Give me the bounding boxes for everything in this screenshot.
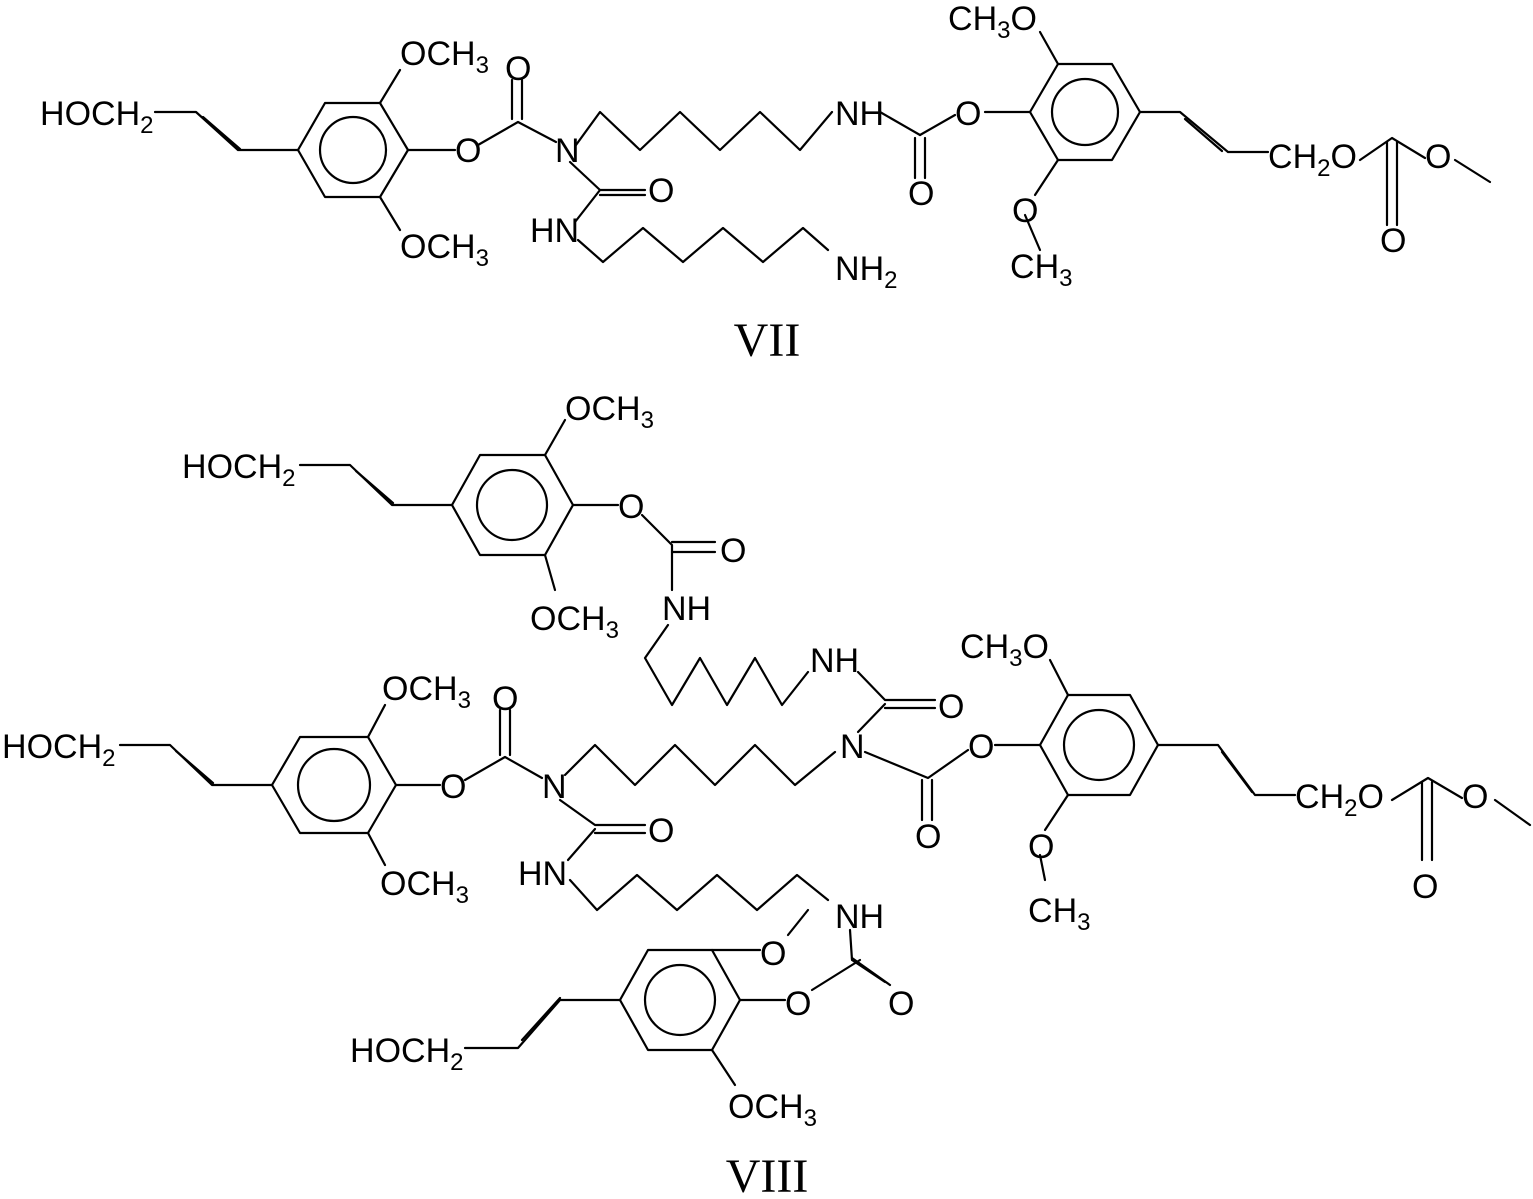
viii-bot-methoxy-o-label: O — [760, 935, 786, 973]
compound-viii: OCH3 HOCH2 O O OCH3 NH NH O OCH3 HOCH2 O… — [2, 390, 1532, 1199]
viii-ch3o-right-label: CH3O — [960, 628, 1049, 672]
viii-ester-o-right-label: O — [968, 728, 994, 766]
viii-left-ome1-label: OCH3 — [382, 670, 471, 714]
viii-top-hoch2-label: HOCH2 — [182, 448, 296, 492]
viii-hn-label: HN — [518, 855, 567, 893]
vii-ch3-right-bottom-label: CH3 — [1010, 248, 1072, 292]
viii-top-ome1-label: OCH3 — [565, 390, 654, 434]
viii-bot-ester-o-label: O — [785, 985, 811, 1023]
viii-carbonate-dbl-o-label: O — [1412, 868, 1438, 906]
viii-top-ester-o-label: O — [618, 488, 644, 526]
viii-bot-ome-label: OCH3 — [728, 1088, 817, 1132]
vii-nh2-label: NH2 — [835, 250, 897, 294]
viii-bot-hoch2-label: HOCH2 — [350, 1032, 464, 1076]
viii-left-ester-o-label: O — [440, 768, 466, 806]
vii-ome-bottom-label: OCH3 — [400, 228, 489, 272]
vii-ester-o-label: O — [455, 132, 481, 170]
viii-ch3-right-bottom-label: CH3 — [1028, 892, 1090, 936]
vii-ch2o-label: CH2O — [1268, 138, 1357, 182]
viii-o-upper-label: O — [938, 688, 964, 726]
viii-caption: VIII — [726, 1150, 809, 1199]
viii-n-left-label: N — [542, 768, 567, 806]
vii-urea-o-label: O — [648, 172, 674, 210]
viii-top-carbonyl-o-label: O — [720, 532, 746, 570]
vii-n-label: N — [555, 132, 580, 170]
viii-urea-o-label: O — [648, 812, 674, 850]
viii-top-nh-label: NH — [662, 590, 711, 628]
viii-ch2o-label: CH2O — [1295, 778, 1384, 822]
vii-ester-o2-label: O — [955, 95, 981, 133]
vii-caption: VII — [734, 314, 801, 367]
vii-hn-label: HN — [530, 212, 579, 250]
vii-nh-label: NH — [835, 95, 884, 133]
vii-carbonate-o-label: O — [1425, 138, 1451, 176]
vii-carbonyl-o2-label: O — [908, 175, 934, 213]
viii-top-ome2-label: OCH3 — [530, 600, 619, 644]
compound-vii-bonds — [153, 30, 1492, 264]
viii-bot-carbonyl-o-label: O — [888, 985, 914, 1023]
viii-left-hoch2-label: HOCH2 — [2, 728, 116, 772]
vii-ch3o-right-label: CH3O — [948, 0, 1037, 44]
compound-viii-bonds — [118, 418, 1532, 1087]
compound-vii: HOCH2 OCH3 OCH3 O O N O HN NH2 NH O O CH… — [40, 0, 1492, 367]
viii-nh-lower-label: NH — [835, 898, 884, 936]
viii-nh-upper-label: NH — [810, 642, 859, 680]
viii-left-carbonyl-o-label: O — [492, 680, 518, 718]
vii-carbonyl-o-label: O — [505, 50, 531, 88]
vii-carbonate-dbl-o-label: O — [1380, 222, 1406, 260]
viii-left-ome2-label: OCH3 — [380, 865, 469, 909]
compound-viii-labels: OCH3 HOCH2 O O OCH3 NH NH O OCH3 HOCH2 O… — [2, 390, 1488, 1132]
viii-carbonyl-o-right-label: O — [915, 818, 941, 856]
vii-o-right-bottom-label: O — [1012, 192, 1038, 230]
compound-vii-labels: HOCH2 OCH3 OCH3 O O N O HN NH2 NH O O CH… — [40, 0, 1451, 294]
viii-carbonate-o-label: O — [1462, 778, 1488, 816]
viii-n-right-label: N — [840, 728, 865, 766]
vii-hoch2-label: HOCH2 — [40, 95, 154, 139]
viii-o-right-bottom-label: O — [1028, 828, 1054, 866]
vii-ome-top-label: OCH3 — [400, 35, 489, 79]
